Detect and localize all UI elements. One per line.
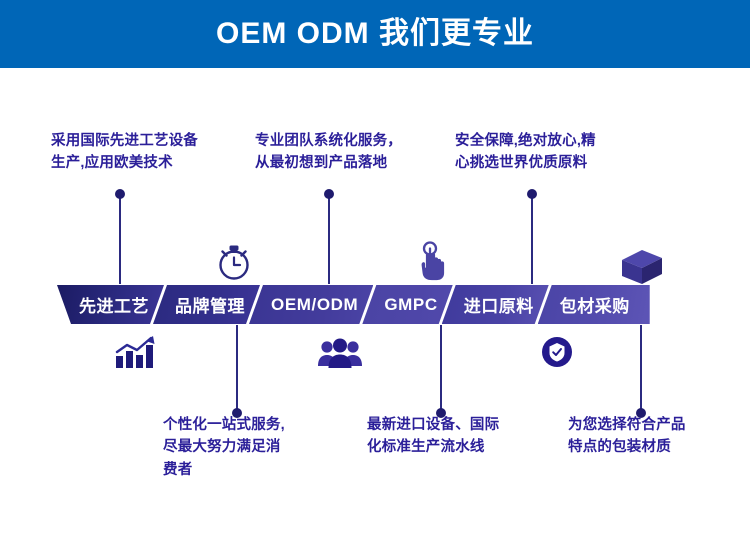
connector-stem-above-2 <box>324 189 334 284</box>
connector-stem-below-3 <box>636 325 646 418</box>
callout-below-1: 个性化一站式服务, 尽最大努力满足消 费者 <box>163 417 285 478</box>
callout-above-2: 专业团队系统化服务， 从最初想到产品落地 <box>255 133 402 172</box>
page-title: OEM ODM 我们更专业 <box>216 17 534 50</box>
connector-stem-above-3 <box>527 189 537 284</box>
ribbon-segment-gmpc[interactable]: GMPC <box>362 285 452 324</box>
connector-stem-below-2 <box>436 325 446 418</box>
ribbon-segment-advanced-process[interactable]: 先进工艺 <box>57 285 164 324</box>
ribbon-segment-label: 进口原料 <box>463 297 534 316</box>
ribbon-segment-label: 包材采购 <box>559 297 630 316</box>
connector-stem-below-1 <box>232 325 242 418</box>
shield-badge-icon <box>542 337 572 367</box>
callout-below-3: 为您选择符合产品 特点的包装材质 <box>568 417 686 456</box>
ribbon-segment-label: OEM/ODM <box>271 294 359 314</box>
callout-below-2: 最新进口设备、国际 化标准生产流水线 <box>367 417 500 456</box>
ribbon-segment-label: GMPC <box>384 294 438 314</box>
connector-stem-above-1 <box>115 189 125 284</box>
ribbon-segment-label: 先进工艺 <box>79 297 149 316</box>
connector-dot <box>115 189 125 199</box>
ribbon-segment-imported-material[interactable]: 进口原料 <box>442 285 549 324</box>
team-people-icon <box>318 338 362 368</box>
stopwatch-icon <box>219 245 249 280</box>
connector-dot <box>232 408 242 418</box>
connector-dot <box>527 189 537 199</box>
bar-chart-growth-icon <box>115 336 155 368</box>
connector-dot <box>436 408 446 418</box>
callout-above-3: 安全保障,绝对放心,精 心挑选世界优质原料 <box>455 133 596 172</box>
ribbon-segment-brand-management[interactable]: 品牌管理 <box>153 285 260 324</box>
ribbon-segment-label: 品牌管理 <box>175 297 245 316</box>
page-header: OEM ODM 我们更专业 <box>0 0 750 68</box>
callout-above-1: 采用国际先进工艺设备 生产,应用欧美技术 <box>51 133 198 172</box>
connector-dot <box>324 189 334 199</box>
connector-dot <box>636 408 646 418</box>
process-ribbon: 先进工艺 品牌管理 OEM/ODM GMPC 进口原料 包材采购 <box>57 285 650 324</box>
ribbon-segment-packaging-purchase[interactable]: 包材采购 <box>537 285 650 324</box>
package-box-icon <box>622 250 662 284</box>
infographic-board: 采用国际先进工艺设备 生产,应用欧美技术 专业团队系统化服务， 从最初想到产品落… <box>0 68 750 550</box>
hand-click-icon <box>421 241 445 281</box>
ribbon-segment-oem-odm[interactable]: OEM/ODM <box>249 285 373 324</box>
